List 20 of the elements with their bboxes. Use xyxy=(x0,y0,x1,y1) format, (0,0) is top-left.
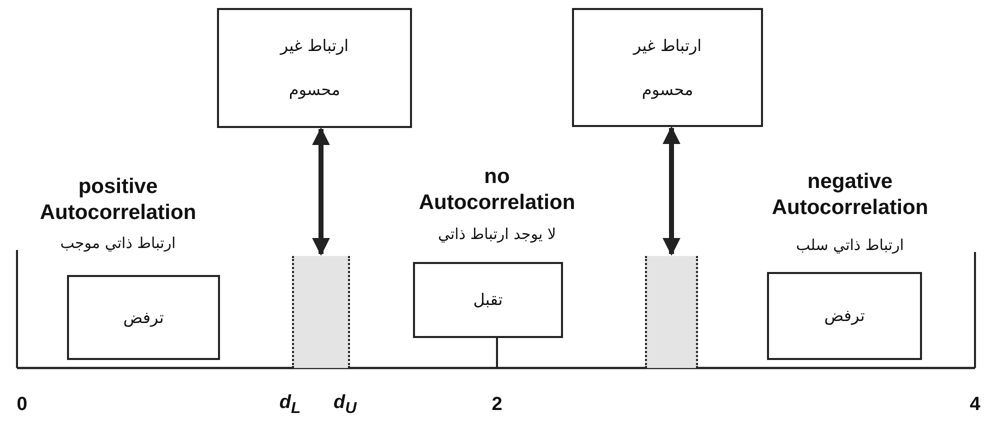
axis-value: d$_{U}$ xyxy=(333,392,357,418)
zone-heading: positive Autocorrelation xyxy=(38,174,198,226)
zone-heading: no Autocorrelation xyxy=(418,164,576,216)
decision-box: ترفض xyxy=(767,272,922,360)
zone-heading: ارتباط ذاتي سلب xyxy=(796,236,904,254)
decision-box: ارتباط غير محسوم xyxy=(572,8,763,127)
decision-box: ترفض xyxy=(67,275,220,360)
inconclusive-zone xyxy=(645,256,698,368)
axis-value: 2 xyxy=(492,394,502,416)
decision-box: ارتباط غير محسوم xyxy=(217,8,412,128)
axis-value: 0 xyxy=(16,394,28,416)
double-arrow xyxy=(662,126,680,256)
zone-heading: لا يوجد ارتباط ذاتي xyxy=(438,225,556,243)
zone-heading: negative Autocorrelation xyxy=(770,169,930,221)
inconclusive-zone xyxy=(292,256,350,368)
decision-box: تقبل xyxy=(413,262,563,338)
axis-value: 4 xyxy=(970,394,980,416)
zone-heading: ارتباط ذاتي موجب xyxy=(60,234,176,252)
axis-value: d$_{L}$ xyxy=(279,392,301,418)
double-arrow xyxy=(312,127,330,256)
